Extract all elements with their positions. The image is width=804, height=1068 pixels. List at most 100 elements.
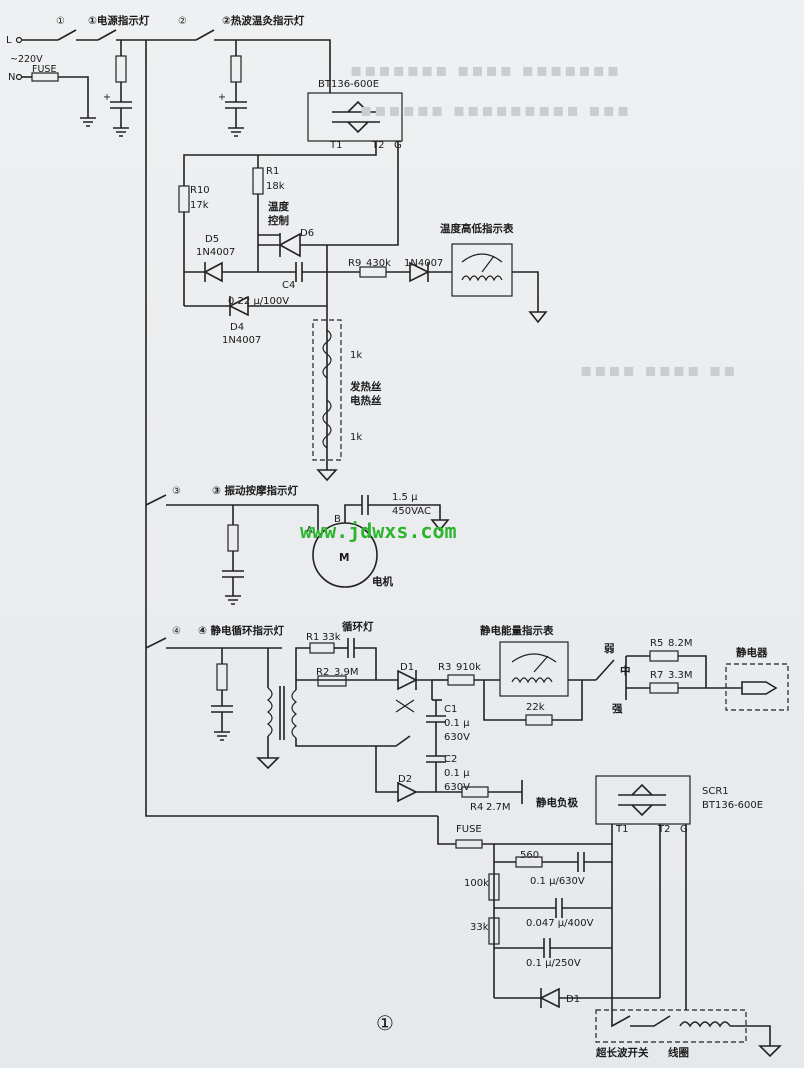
label-l: L — [6, 35, 12, 46]
power-input: L N ~220V FUSE — [6, 29, 236, 127]
svg-text:R2: R2 — [316, 667, 329, 678]
bg-noise-2: ▪▪▪▪▪▪ ▪▪▪▪▪▪▪▪▪ ▪▪▪ — [360, 100, 632, 121]
resistor-r2: R2 3.9M — [316, 667, 359, 687]
svg-text:R9: R9 — [348, 258, 361, 269]
svg-text:1N4007: 1N4007 — [222, 335, 261, 346]
svg-text:温度: 温度 — [268, 200, 289, 213]
diode-d4: D4 1N4007 — [184, 295, 327, 346]
svg-text:电热丝: 电热丝 — [350, 394, 382, 407]
svg-text:0.1 μ: 0.1 μ — [444, 718, 470, 729]
svg-text:100k: 100k — [464, 878, 489, 889]
svg-text:D4: D4 — [230, 322, 244, 333]
resistor-r1-33k: R1 33k 循环灯 — [295, 620, 377, 680]
label-switch-2: ② — [178, 16, 187, 27]
resistor-r7: R7 3.3M — [649, 670, 742, 694]
svg-text:R3: R3 — [438, 662, 451, 673]
label-switch-4: ④ — [172, 626, 181, 637]
indicator-static — [211, 648, 233, 741]
label-c4-val: 0.22 μ/100V — [228, 296, 289, 307]
multiplier: D1 D2 C1 0.1 μ 630V C2 0.1 μ 630V — [375, 662, 470, 803]
svg-text:M: M — [339, 552, 349, 564]
svg-text:D5: D5 — [205, 234, 219, 245]
svg-text:3.3M: 3.3M — [668, 670, 693, 681]
svg-text:C4: C4 — [282, 280, 295, 291]
svg-text:+: + — [103, 92, 111, 103]
svg-text:静电能量指示表: 静电能量指示表 — [480, 624, 554, 637]
svg-text:0.047 μ/400V: 0.047 μ/400V — [526, 918, 594, 929]
r10-17k: R10 17k — [178, 185, 210, 306]
svg-text:8.2M: 8.2M — [668, 638, 693, 649]
resistor-r4: R4 2.7M 静电负极 — [461, 780, 578, 813]
energy-meter: 静电能量指示表 22k — [480, 624, 596, 726]
indicator-heat: + — [218, 40, 247, 137]
svg-text:D1: D1 — [566, 994, 580, 1005]
svg-text:18k: 18k — [266, 181, 285, 192]
svg-text:T2: T2 — [657, 824, 670, 835]
svg-text:450VAC: 450VAC — [392, 506, 431, 517]
switch-2 — [195, 29, 215, 41]
svg-text:循环灯: 循环灯 — [342, 620, 374, 633]
watermark: www.jdwxs.com — [300, 519, 457, 543]
svg-text:弱: 弱 — [604, 643, 615, 655]
temperature-meter: 温度高低指示表 — [440, 222, 548, 324]
svg-text:线圈: 线圈 — [668, 1046, 689, 1059]
svg-text:R5: R5 — [650, 638, 663, 649]
label-power-lamp: ①电源指示灯 — [88, 14, 150, 27]
svg-text:D2: D2 — [398, 774, 412, 785]
bg-noise-3: ▪▪▪▪ ▪▪▪▪ ▪▪ — [580, 360, 738, 381]
svg-text:强: 强 — [612, 703, 623, 715]
svg-text:B: B — [334, 514, 341, 525]
svg-text:33k: 33k — [322, 632, 341, 643]
svg-text:D6: D6 — [300, 228, 314, 239]
label-switch-3: ③ — [172, 486, 181, 497]
switch-3 — [145, 494, 167, 506]
resistor-r9: R9 430k — [348, 258, 410, 278]
motor: M A B 电机 1.5 μ 450VAC — [306, 492, 450, 588]
svg-text:630V: 630V — [444, 782, 470, 793]
svg-text:2.7M: 2.7M — [486, 802, 511, 813]
main-bus — [145, 40, 438, 817]
svg-text:1k: 1k — [350, 350, 362, 361]
svg-text:560: 560 — [520, 850, 539, 861]
terminal-l — [15, 36, 23, 44]
svg-text:温度高低指示表: 温度高低指示表 — [440, 222, 514, 235]
svg-text:发热丝: 发热丝 — [349, 380, 382, 393]
svg-text:0.1 μ: 0.1 μ — [444, 768, 470, 779]
svg-text:430k: 430k — [366, 258, 391, 269]
svg-text:R1: R1 — [266, 166, 279, 177]
heater-element: 1k 发热丝 电热丝 1k — [312, 245, 382, 482]
svg-text:0.1 μ/250V: 0.1 μ/250V — [526, 958, 581, 969]
label-voltage: ~220V — [10, 54, 43, 65]
label-heat-lamp: ②热波温灸指示灯 — [222, 14, 305, 27]
diode-d5: D5 1N4007 — [184, 234, 296, 283]
transformer — [256, 648, 376, 770]
strength-selector: 弱 中 强 — [595, 643, 650, 715]
svg-text:17k: 17k — [190, 200, 209, 211]
svg-text:630V: 630V — [444, 732, 470, 743]
diode-d6: D6 — [278, 228, 327, 258]
terminal-n — [15, 73, 23, 81]
svg-text:C1: C1 — [444, 704, 457, 715]
svg-text:3.9M: 3.9M — [334, 667, 359, 678]
svg-text:SCR1: SCR1 — [702, 786, 729, 797]
svg-text:D1: D1 — [400, 662, 414, 673]
svg-text:R10: R10 — [190, 185, 210, 196]
triac-top-t2: T2 — [371, 140, 384, 151]
resistor-r3: R3 910k — [432, 662, 500, 686]
svg-text:BT136-600E: BT136-600E — [702, 800, 763, 811]
svg-text:静电负极: 静电负极 — [536, 796, 578, 809]
label-static-lamp: ④ 静电循环指示灯 — [198, 624, 285, 637]
svg-text:R1: R1 — [306, 632, 319, 643]
label-vibration-lamp: ③ 振动按摩指示灯 — [212, 484, 299, 497]
svg-text:0.1 μ/630V: 0.1 μ/630V — [530, 876, 585, 887]
fuse-2 — [455, 839, 483, 849]
resistor-r5: R5 8.2M — [649, 638, 707, 688]
svg-text:超长波开关: 超长波开关 — [595, 1046, 649, 1059]
snubber: 560 0.1 μ/630V 100k 0.047 μ/400V 33k 0.1… — [464, 844, 660, 1009]
diode-meter: 1N4007 — [404, 258, 452, 283]
svg-text:T1: T1 — [615, 824, 628, 835]
ultra-long-wave: 超长波开关 线圈 — [595, 998, 782, 1059]
svg-text:1.5 μ: 1.5 μ — [392, 492, 418, 503]
